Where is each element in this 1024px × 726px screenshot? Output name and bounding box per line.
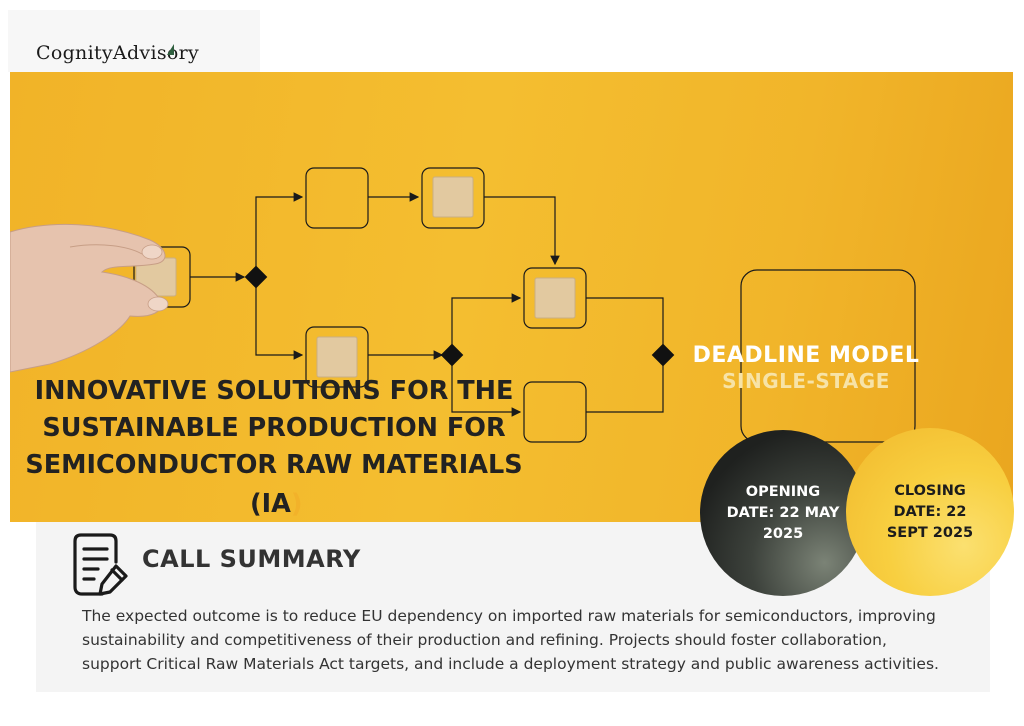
opening-date: OPENING DATE: 22 MAY 2025 (726, 483, 840, 542)
title-closing-paren: ) (290, 489, 303, 519)
flow-box (305, 326, 369, 388)
closing-date-badge: CLOSING DATE: 22 SEPT 2025 (846, 428, 1014, 596)
flow-box (305, 167, 369, 229)
wooden-cube (534, 277, 576, 319)
summary-heading: CALL SUMMARY (142, 545, 361, 573)
decision-diamond (244, 265, 268, 289)
closing-date: CLOSING DATE: 22 SEPT 2025 (886, 482, 974, 541)
call-title-suffix: (IA) (250, 489, 303, 519)
opening-date-badge: OPENING DATE: 22 MAY 2025 (700, 430, 866, 596)
document-edit-icon (73, 533, 128, 596)
deadline-label: DEADLINE MODEL (692, 343, 920, 368)
hero-banner (10, 72, 1013, 522)
hand-illustration (10, 223, 169, 373)
decision-diamond (440, 343, 464, 367)
wooden-cube (316, 336, 358, 378)
process-flow-illustration (10, 167, 916, 443)
logo: CognityAdvisory (36, 42, 200, 64)
flow-box (421, 167, 485, 229)
deadline-model: DEADLINE MODEL SINGLE-STAGE (676, 343, 936, 393)
wooden-cube (432, 176, 474, 218)
logo-mark-icon (167, 44, 174, 55)
decision-diamond (651, 343, 675, 367)
summary-body: The expected outcome is to reduce EU dep… (82, 607, 939, 673)
flow-box-large (740, 269, 916, 443)
call-title: INNOVATIVE SOLUTIONS FOR THE SUSTAINABLE… (25, 376, 523, 480)
deadline-value: SINGLE-STAGE (722, 369, 890, 393)
logo-area (8, 10, 260, 72)
action-type: (IA (250, 489, 291, 519)
